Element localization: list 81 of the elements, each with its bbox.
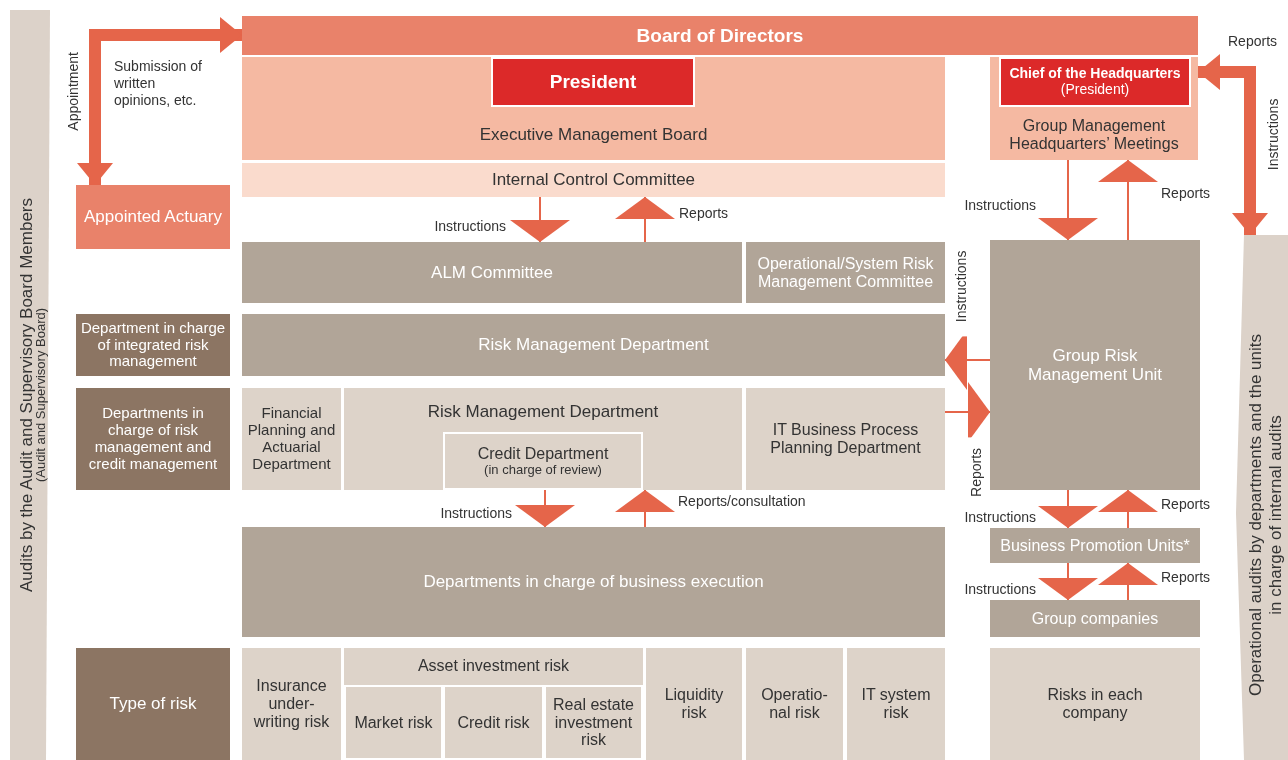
org-box (76, 648, 230, 760)
box-title: Credit Department (477, 444, 609, 463)
box-title: Group Management Headquarters’ Meetings (1008, 116, 1180, 153)
side-band (1236, 235, 1288, 760)
role-box (491, 57, 695, 107)
chevron-arrow (1098, 489, 1158, 529)
box-title: Group companies (1031, 609, 1159, 628)
chevron-arrow (615, 196, 675, 243)
edge-label: Reports (1161, 496, 1211, 513)
chevron-arrow (1038, 489, 1098, 529)
risk-cell (242, 648, 341, 760)
box-title: Chief of the Headquarters (1009, 66, 1181, 82)
box-title: Credit risk (457, 713, 530, 732)
risk-cell (443, 685, 544, 760)
box-title: Operatio-nal risk (760, 686, 829, 722)
box-title: Insurance under-writing risk (252, 677, 331, 731)
box-title: President (549, 71, 637, 93)
org-box (76, 185, 230, 249)
edge-label: Reports (1161, 569, 1211, 586)
box-title: Risk Management Department (478, 335, 709, 355)
org-box (242, 527, 945, 637)
chevron-arrow (1098, 159, 1158, 241)
box-title: Type of risk (109, 694, 197, 714)
side-band (10, 10, 50, 760)
org-box (242, 16, 1198, 55)
box-title: Departments in charge of risk management and credit management (87, 405, 219, 473)
edge-label: Reports/consultation (678, 493, 806, 510)
role-box (999, 57, 1191, 107)
chevron-arrow (515, 489, 575, 528)
risk-cell (990, 648, 1200, 760)
org-box (990, 240, 1200, 490)
risk-cell (544, 685, 643, 760)
box-title: Risk Management Department (427, 402, 659, 422)
box-title: Executive Management Board (479, 125, 708, 144)
org-box (242, 388, 341, 490)
org-box (990, 528, 1200, 563)
org-box (242, 163, 945, 197)
org-box (990, 600, 1200, 637)
org-box (76, 388, 230, 490)
box-note: (in charge of review) (484, 462, 602, 478)
box-title: Board of Directors (636, 24, 804, 47)
risk-cell (344, 685, 443, 760)
org-box (242, 242, 742, 303)
box-title: Risks in each company (1046, 686, 1144, 722)
chevron-arrow (1098, 562, 1158, 601)
box-title: Market risk (354, 713, 433, 732)
box-title: Real estate investment risk (552, 695, 635, 750)
chevron-arrow (510, 196, 570, 243)
box-title: Asset investment risk (417, 657, 570, 675)
box-title: Liquidity risk (663, 686, 725, 722)
box-title: Financial Planning and Actuarial Department (246, 405, 337, 473)
chevron-arrow (1038, 562, 1098, 601)
org-box (746, 242, 945, 303)
box-title: Departments in charge of business execution (423, 572, 764, 592)
risk-cell (746, 648, 843, 760)
org-box (443, 432, 643, 490)
box-title: ALM Committee (431, 263, 553, 282)
box-title: Department in charge of integrated risk management (80, 319, 226, 371)
chevron-arrow (1038, 159, 1098, 241)
org-box (242, 57, 945, 160)
org-box (344, 388, 742, 490)
box-title: IT Business Process Planning Department (769, 421, 922, 457)
box-title: IT system risk (860, 686, 932, 722)
edge-label: Reports (1228, 33, 1278, 50)
risk-cell (344, 648, 643, 760)
box-title: Appointed Actuary (84, 207, 222, 227)
risk-cell (847, 648, 945, 760)
box-title: Group Risk Management Unit (1026, 345, 1164, 385)
chevron-arrow (615, 489, 675, 528)
org-box (746, 388, 945, 490)
box-title: Operational audits by departments and the units in charge of internal audits (1246, 333, 1286, 698)
edge-label: Reports (1161, 185, 1211, 202)
box-title: Business Promotion Units* (1000, 536, 1190, 555)
org-box (242, 314, 945, 376)
box-title: Operational/System Risk Management Committee (756, 254, 935, 291)
box-title: Audits by the Audit and Supervisory Board Members (17, 197, 36, 595)
org-box (990, 57, 1198, 160)
edge-label: Reports (679, 205, 729, 222)
box-note: (President) (1060, 82, 1130, 98)
box-title: Internal Control Committee (491, 170, 696, 190)
risk-cell (646, 648, 742, 760)
